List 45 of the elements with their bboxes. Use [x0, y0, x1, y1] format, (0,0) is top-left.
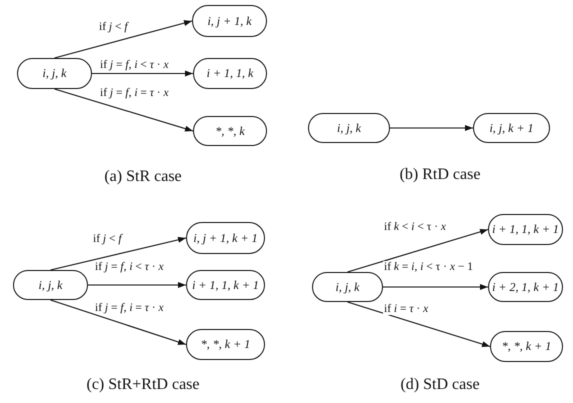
state-node — [488, 214, 563, 245]
state-node — [186, 222, 265, 254]
state-node — [186, 270, 265, 300]
arrow — [88, 282, 186, 288]
state-label: i, j, k — [42, 66, 66, 81]
state-label: i, j + 1, k — [207, 14, 252, 28]
arrow — [347, 301, 490, 348]
state-node — [186, 329, 265, 360]
state-label: i, j + 1, k + 1 — [193, 230, 258, 246]
state-node — [192, 5, 267, 37]
subfigure-caption: (a) StR case — [104, 168, 182, 186]
state-label: *, *, k + 1 — [502, 339, 552, 354]
state-node — [13, 270, 88, 300]
arrow — [347, 228, 488, 273]
subfigure-caption: (b) RtD case — [400, 166, 480, 184]
state-node — [473, 113, 550, 143]
state-node — [193, 116, 267, 146]
state-node — [193, 58, 267, 89]
state-node — [308, 113, 390, 143]
state-node — [490, 331, 563, 362]
state-node — [17, 58, 92, 89]
arrow — [92, 70, 193, 76]
arrow — [54, 20, 192, 59]
state-label: i + 1, 1, k + 1 — [492, 222, 559, 237]
arrow — [383, 284, 488, 290]
state-label: i + 2, 1, k + 1 — [492, 280, 559, 294]
state-label: *, *, k + 1 — [200, 337, 250, 352]
edge-label: if k < i < τ · x — [383, 221, 448, 233]
state-label: i, j, k — [337, 120, 361, 136]
state-label: i, j, k — [38, 278, 62, 292]
state-label: i + 1, 1, k — [206, 66, 254, 81]
state-label: i + 1, 1, k + 1 — [192, 278, 259, 292]
edge-label: if k = i, i < τ · x − 1 — [383, 261, 474, 273]
subfigure-caption: (c) StR+RtD case — [86, 376, 200, 394]
edge-label: if i = τ · x — [383, 303, 430, 315]
arrow — [50, 236, 186, 271]
state-label: i, j, k + 1 — [489, 120, 534, 136]
state-node — [488, 272, 563, 302]
arrow — [50, 299, 186, 346]
arrow — [54, 88, 194, 132]
arrow — [390, 125, 473, 131]
state-label: i, j, k — [336, 280, 360, 294]
state-label: *, *, k — [215, 124, 245, 138]
state-node — [312, 272, 383, 302]
subfigure-caption: (d) StD case — [400, 376, 480, 394]
